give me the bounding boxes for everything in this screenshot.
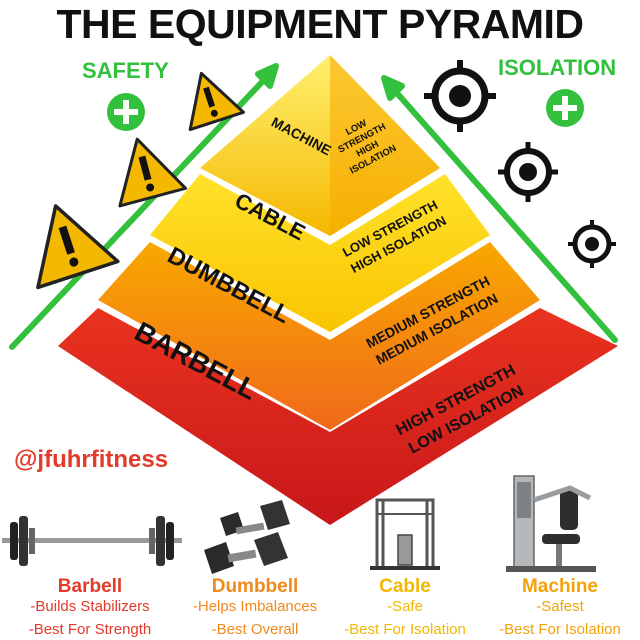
barbell-icon	[2, 516, 182, 566]
target-icon	[424, 60, 496, 132]
warning-icon	[104, 130, 185, 206]
plus-icon	[107, 93, 145, 131]
equipment-note-barbell-1: -Builds Stabilizers	[0, 598, 180, 615]
chest-press-machine-icon	[506, 476, 596, 572]
target-icon	[498, 142, 558, 202]
target-icon	[568, 220, 616, 268]
equipment-note-machine-2: -Best For Isolation	[480, 621, 640, 638]
equipment-name-machine: Machine	[480, 576, 640, 598]
equipment-note-dumbbell-1: -Helps Imbalances	[170, 598, 340, 615]
isolation-label: ISOLATION	[498, 55, 616, 81]
plus-icon	[546, 89, 584, 127]
equipment-name-dumbbell: Dumbbell	[170, 576, 340, 598]
equipment-note-cable-2: -Best For Isolation	[330, 621, 480, 638]
social-handle: @jfuhrfitness	[14, 446, 168, 474]
equipment-note-barbell-2: -Best For Strength	[0, 621, 180, 638]
equipment-note-machine-1: -Safest	[480, 598, 640, 615]
dumbbell-icon	[204, 500, 290, 574]
warning-icon	[16, 193, 118, 287]
equipment-note-cable-1: -Safe	[330, 598, 480, 615]
safety-label: SAFETY	[82, 58, 169, 84]
equipment-note-dumbbell-2: -Best Overall	[170, 621, 340, 638]
warning-icon	[175, 65, 244, 130]
cable-machine-icon	[370, 500, 440, 568]
equipment-name-cable: Cable	[330, 576, 480, 598]
equipment-name-barbell: Barbell	[0, 576, 180, 598]
